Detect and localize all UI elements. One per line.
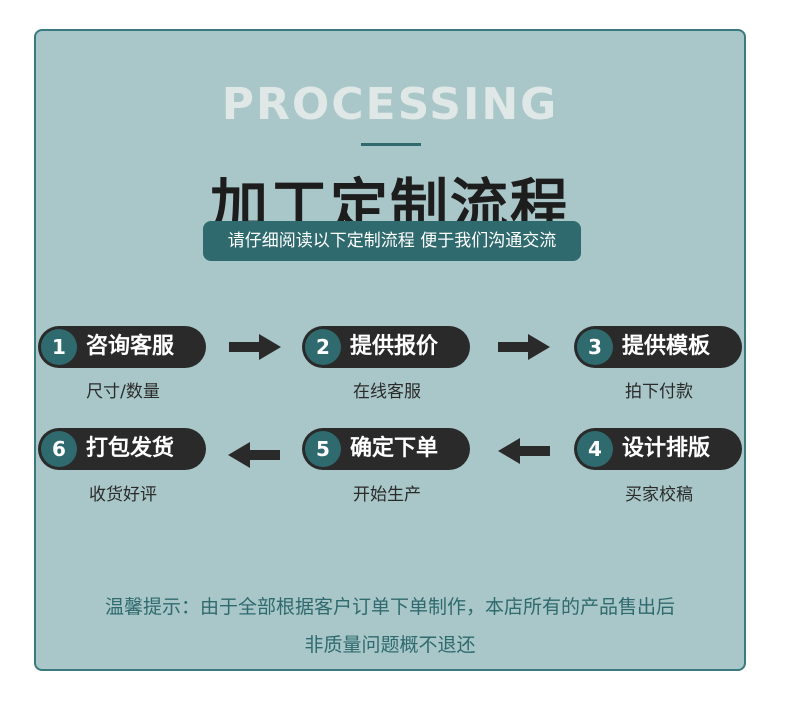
step-2-number: 2	[305, 329, 341, 365]
step-3-number: 3	[577, 329, 613, 365]
step-2-caption: 在线客服	[353, 382, 421, 402]
eyebrow-text: PROCESSING	[221, 79, 559, 130]
step-6-number: 6	[41, 431, 77, 467]
step-3-pill: 3 提供模板	[574, 326, 742, 368]
step-1-label: 咨询客服	[86, 334, 175, 359]
step-4-caption: 买家校稿	[625, 485, 693, 505]
step-6-caption: 收货好评	[89, 485, 157, 505]
step-5-caption: 开始生产	[353, 485, 421, 505]
notice-line-2: 非质量问题概不退还	[304, 634, 476, 656]
arrow-right-icon	[498, 334, 550, 360]
step-6-pill: 6 打包发货	[38, 428, 206, 470]
step-1-caption: 尺寸/数量	[86, 382, 160, 402]
subtitle-banner: 请仔细阅读以下定制流程 便于我们沟通交流	[203, 221, 581, 261]
notice-line-1: 温馨提示：由于全部根据客户订单下单制作，本店所有的产品售出后	[104, 596, 675, 618]
step-4-pill: 4 设计排版	[574, 428, 742, 470]
step-4-label: 设计排版	[622, 436, 711, 461]
arrow-right-icon	[229, 334, 281, 360]
step-2-label: 提供报价	[350, 334, 439, 359]
step-5-pill: 5 确定下单	[302, 428, 470, 470]
process-card: PROCESSING 加工定制流程 请仔细阅读以下定制流程 便于我们沟通交流 1…	[34, 29, 746, 671]
title-divider	[361, 143, 421, 146]
step-2-pill: 2 提供报价	[302, 326, 470, 368]
arrow-left-icon	[228, 442, 280, 468]
arrow-left-icon	[498, 438, 550, 464]
step-1-pill: 1 咨询客服	[38, 326, 206, 368]
step-3-label: 提供模板	[622, 334, 711, 359]
step-1-number: 1	[41, 329, 77, 365]
step-5-label: 确定下单	[350, 436, 439, 461]
step-4-number: 4	[577, 431, 613, 467]
step-6-label: 打包发货	[86, 436, 175, 461]
step-5-number: 5	[305, 431, 341, 467]
step-3-caption: 拍下付款	[625, 382, 693, 402]
